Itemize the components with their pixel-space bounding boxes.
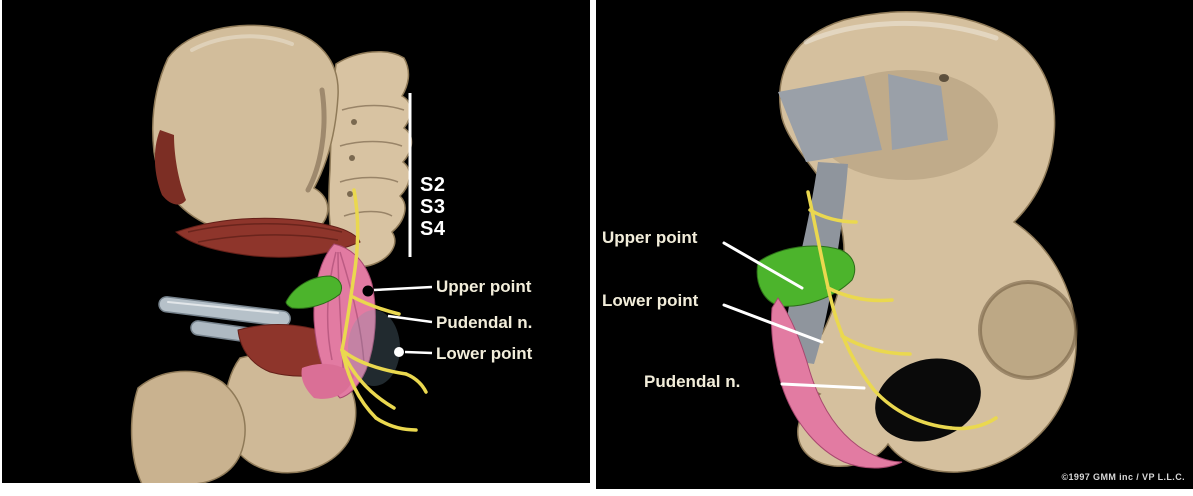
sacrotuberous-pink-muscle xyxy=(771,297,903,469)
spine-level-s2-label: S2 xyxy=(420,174,446,196)
femur-bone xyxy=(130,370,246,483)
gray-rod-highlight xyxy=(167,301,279,314)
sacrum-bone xyxy=(328,51,413,268)
leader-line-pudendal xyxy=(387,314,433,324)
upper-point-label: Upper point xyxy=(602,228,698,247)
lower-point-label: Lower point xyxy=(602,291,699,310)
upper-point-marker-dot xyxy=(362,285,374,297)
nerve-branch xyxy=(404,372,428,394)
spine-level-s4-label: S4 xyxy=(420,218,446,240)
left-anatomy-illustration xyxy=(130,24,433,483)
upper-point-label: Upper point xyxy=(436,277,532,296)
right-panel: Upper point Lower point Pudendal n. ©199… xyxy=(596,0,1193,489)
sacral-nerve-plexus xyxy=(806,190,998,431)
gray-chunk-left xyxy=(778,76,882,162)
obturator-foramen xyxy=(875,358,981,442)
nerve-branch xyxy=(340,348,408,376)
nerve-branch xyxy=(808,208,858,224)
leader-line-upper-point xyxy=(373,285,433,292)
ilium-bone xyxy=(152,24,339,239)
ilium-highlight xyxy=(190,34,294,52)
sacrum-segment-lines xyxy=(339,104,405,217)
nerve-trunk xyxy=(806,190,953,430)
gray-chunk-right xyxy=(888,74,948,150)
sacral-foramina xyxy=(347,119,357,197)
right-anatomy-illustration xyxy=(722,11,1078,473)
iliac-crest-highlight xyxy=(803,20,999,45)
left-panel: S2 S3 S4 Upper point Pudendal n. Lower p… xyxy=(2,0,590,483)
nerve-branch xyxy=(374,416,418,432)
nerve-branch xyxy=(826,286,894,303)
leader-line-pudendal xyxy=(780,382,866,390)
leader-line-lower-point xyxy=(404,350,433,355)
ilium-edge-shadow xyxy=(305,87,327,193)
nerve-branch xyxy=(840,334,912,356)
leader-line-lower-point xyxy=(722,303,824,344)
spine-level-s3-label: S3 xyxy=(420,196,446,218)
nerve-branch xyxy=(340,348,396,410)
copyright-text: ©1997 GMM inc / VP L.L.C. xyxy=(1061,472,1185,482)
lower-point-marker-dot xyxy=(394,347,404,357)
piriformis-muscle xyxy=(175,217,361,258)
pudendal-nerve-label: Pudendal n. xyxy=(644,372,741,391)
pudendal-nerve-branch xyxy=(349,294,401,316)
piriformis-fiber-lines xyxy=(187,222,343,243)
pink-attachment-lower xyxy=(301,363,354,399)
acetabulum-shading xyxy=(980,282,1076,378)
nerve-trunk xyxy=(340,188,360,352)
sacrospinous-green-ligament xyxy=(285,275,343,309)
pudendal-nerve-tail xyxy=(949,416,998,431)
pudendal-nerve-label: Pudendal n. xyxy=(436,313,533,332)
acetabulum-rim xyxy=(978,280,1078,380)
bluish-shadow xyxy=(348,310,400,386)
sacral-nerve-plexus xyxy=(340,188,428,432)
lower-point-label: Lower point xyxy=(436,344,533,363)
ilium-red-sliver xyxy=(154,130,186,205)
leader-line-upper-point xyxy=(722,241,804,290)
